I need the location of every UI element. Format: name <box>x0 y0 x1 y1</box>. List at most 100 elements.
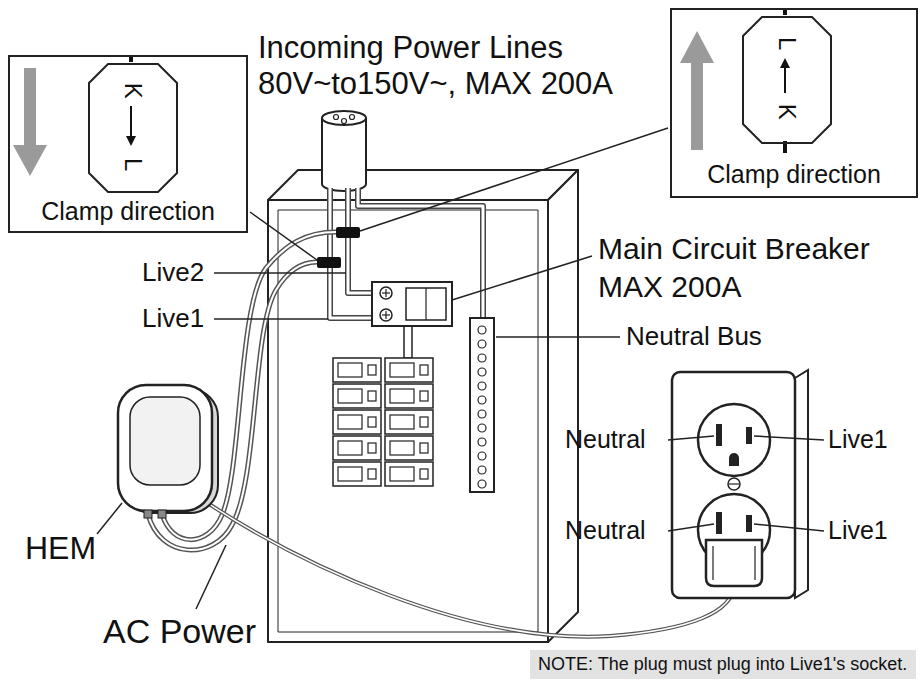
current-clamp <box>317 257 341 268</box>
screw-slot <box>385 289 386 297</box>
leader-line <box>452 256 592 300</box>
arrow-head <box>680 31 714 63</box>
breaker-switch <box>406 288 446 320</box>
plate-side <box>795 370 808 598</box>
ac-cord <box>200 498 734 637</box>
live-slot <box>746 515 752 532</box>
main-breaker <box>372 282 452 358</box>
plug <box>706 540 762 586</box>
leader-line <box>360 128 668 231</box>
terminal-label: Neutral <box>565 516 646 545</box>
part-rating: MAX 200A <box>598 270 741 305</box>
neutral-slot <box>716 512 722 534</box>
bus-screw <box>478 480 486 488</box>
clamp-inset: Clamp directionKL <box>8 55 248 233</box>
plug-grip <box>754 546 755 580</box>
terminal-screw <box>380 287 392 299</box>
bus-bar <box>470 318 494 492</box>
clamp-outline <box>742 16 832 144</box>
branch-breaker <box>333 462 381 486</box>
conduit <box>322 111 366 191</box>
panel-front <box>268 200 548 642</box>
cable-label: AC Power <box>103 612 256 651</box>
device-face <box>130 397 200 485</box>
neutral-bus <box>470 318 494 492</box>
device-body <box>118 385 212 511</box>
supply-rating: 80V~to150V~, MAX 200A <box>258 66 613 102</box>
switch-line <box>425 288 426 320</box>
branch-breaker <box>385 436 433 460</box>
clamp-mark: L <box>773 37 801 50</box>
conduit-body <box>322 118 366 191</box>
clamp-inset: Clamp directionLK <box>670 8 918 198</box>
arrow-head <box>126 136 136 146</box>
bus-screw <box>478 326 486 334</box>
current-clamp <box>336 227 360 238</box>
ground-hole <box>729 453 739 466</box>
branch-breaker <box>385 462 433 486</box>
ct-clamp: KL <box>88 63 178 193</box>
arrow-shaft <box>24 68 36 146</box>
bus-screw <box>478 340 486 348</box>
branch-breaker <box>333 436 381 460</box>
arrow-shaft <box>130 106 132 137</box>
clamp-outline <box>88 63 178 193</box>
conduit-hole <box>350 115 355 120</box>
leader-line <box>214 272 346 274</box>
wall-outlet <box>672 370 808 598</box>
bus-screw <box>478 452 486 460</box>
wire-label: Live2 <box>142 258 204 288</box>
panel-top <box>268 170 578 200</box>
branch-breaker <box>333 410 381 434</box>
outlet-plate <box>672 372 795 598</box>
bus-screw <box>478 424 486 432</box>
clamp-mark: L <box>119 158 147 171</box>
plug-grip <box>712 546 713 580</box>
branch-breakers <box>333 358 433 486</box>
clamp-mark: K <box>773 104 801 120</box>
arrow-shaft <box>691 62 703 150</box>
terminal-label: Live1 <box>828 516 888 545</box>
receptacle <box>698 404 770 476</box>
neutral-slot <box>716 424 722 446</box>
leader-line <box>668 436 714 440</box>
panel-side <box>548 170 578 642</box>
leader-line <box>97 503 122 534</box>
bus-screw <box>478 368 486 376</box>
screw-slot <box>729 483 739 484</box>
breaker-body <box>372 282 452 326</box>
octagon-outline <box>743 17 831 143</box>
leader-line <box>496 336 620 338</box>
screw-slot <box>385 311 386 319</box>
terminal-label: Live1 <box>828 425 888 454</box>
current-clamps <box>317 227 360 268</box>
ac-cord-core <box>200 498 734 637</box>
leader-line <box>196 545 226 609</box>
terminal-screw <box>380 309 392 321</box>
part-label: Main Circuit Breaker <box>598 232 870 267</box>
note-box: NOTE: The plug must plug into Live1's so… <box>530 650 916 679</box>
plate-screw <box>728 478 740 490</box>
live-slot <box>746 427 752 444</box>
current-arrow <box>126 58 790 146</box>
octagon-outline <box>89 64 177 192</box>
hem-device <box>118 385 218 518</box>
branch-breaker <box>333 358 381 382</box>
clamp-mark: K <box>119 83 147 99</box>
bus-screw <box>478 354 486 362</box>
branch-breaker <box>385 410 433 434</box>
leader-line <box>668 524 714 531</box>
device-label: HEM <box>25 530 96 567</box>
note-text: NOTE: The plug must plug into Live1's so… <box>538 654 907 675</box>
arrow-head <box>13 145 47 176</box>
branch-breaker <box>385 358 433 382</box>
conduit-top <box>322 111 366 125</box>
arrow-shaft <box>784 67 786 93</box>
bus-screw <box>478 410 486 418</box>
bus-screw <box>478 466 486 474</box>
arrow-head <box>780 58 790 68</box>
bus-bar <box>404 326 412 358</box>
terminal-label: Neutral <box>565 425 646 454</box>
